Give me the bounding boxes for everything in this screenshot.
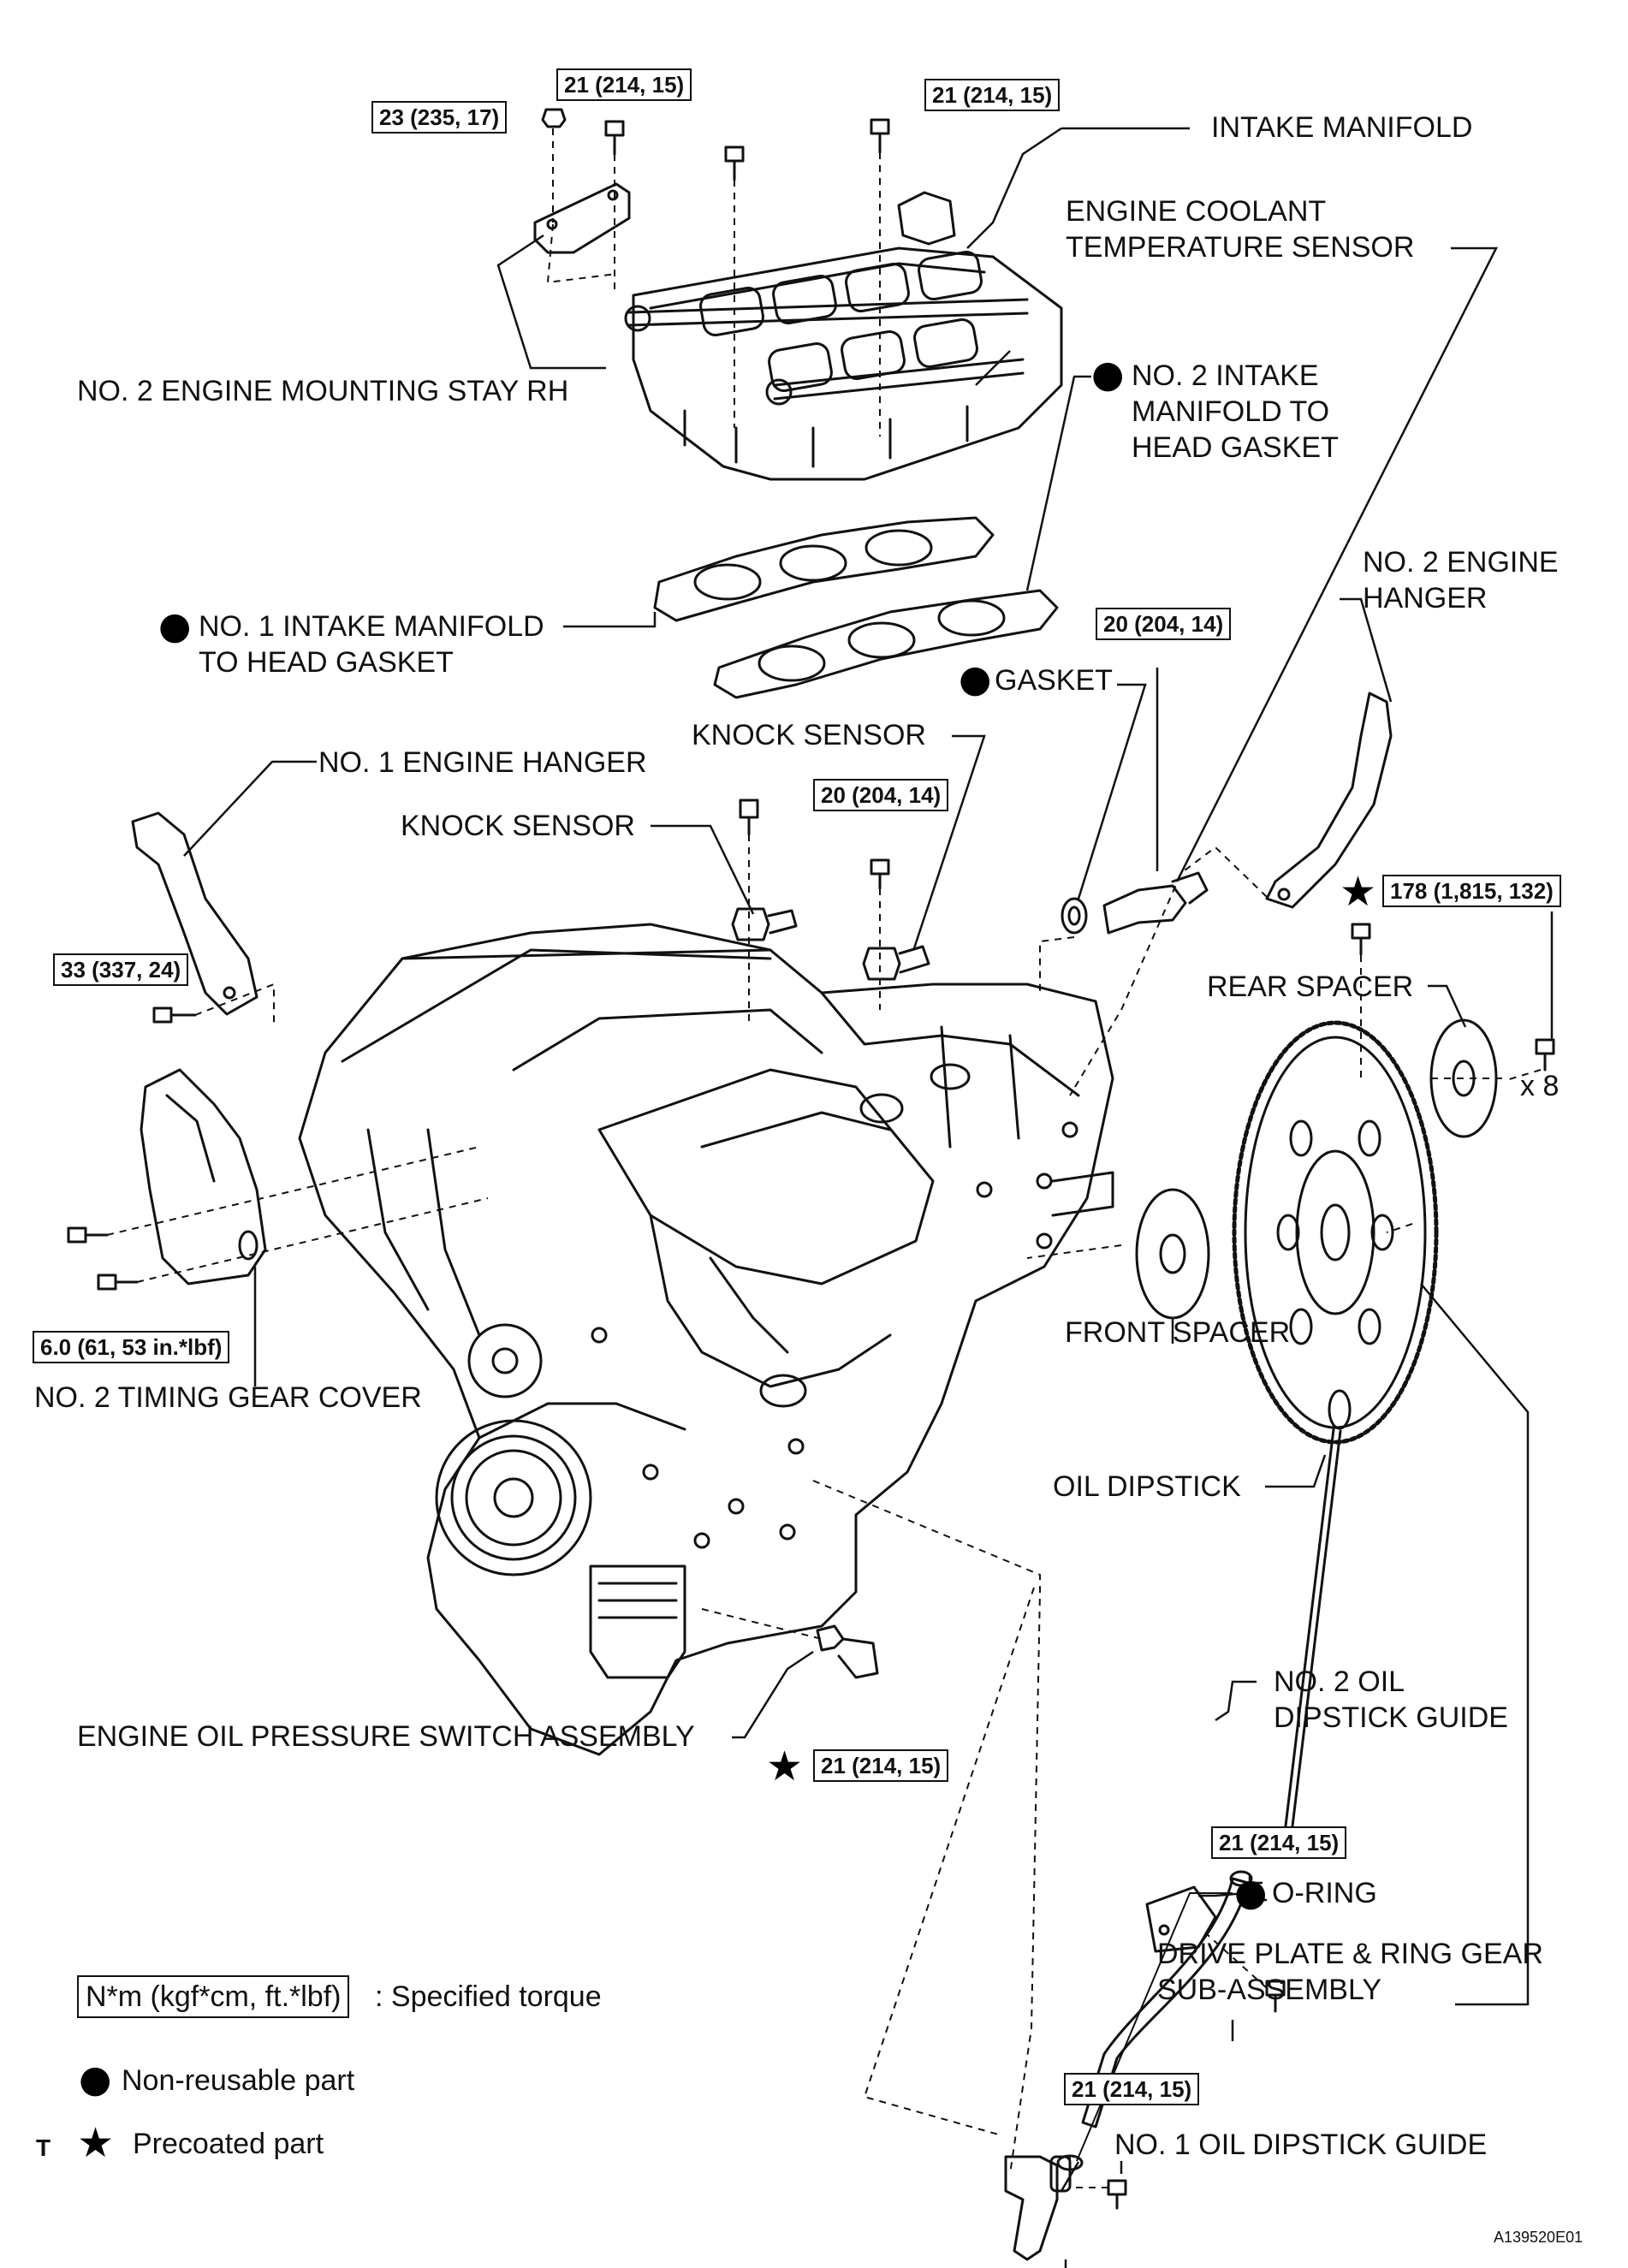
torque-hanger-no2: 178 (1,815, 132) [1382,875,1561,907]
no1-gasket-drawing [653,516,995,622]
label-front-spacer: FRONT SPACER [1065,1316,1291,1349]
label-oil-dipstick: OIL DIPSTICK [1053,1470,1241,1503]
nonreusable-dot-icon: ● [959,657,992,701]
label-no1-guide: NO. 1 OIL DIPSTICK GUIDE [1114,2128,1488,2161]
label-x8: x 8 [1520,1070,1560,1102]
no2-gasket-drawing [713,589,1059,699]
no1-hanger-drawing [131,811,258,1016]
label-oil-pressure-switch: ENGINE OIL PRESSURE SWITCH ASSEMBLY [77,1720,695,1753]
label-no2-gasket-line2: MANIFOLD TO [1132,395,1330,428]
label-rear-spacer: REAR SPACER [1207,971,1414,1003]
label-no1-hanger: NO. 1 ENGINE HANGER [318,746,647,779]
timing-cover-drawing [140,1068,267,1285]
torque-knock-sensor: 20 (204, 14) [813,779,949,811]
legend-torque-desc: : Specified torque [375,1980,602,2013]
nonreusable-dot-icon: ● [1234,1871,1268,1915]
label-mounting-stay: NO. 2 ENGINE MOUNTING STAY RH [77,375,569,407]
label-no2-guide-line2: DIPSTICK GUIDE [1274,1701,1508,1734]
torque-manifold-bolts: 21 (214, 15) [924,79,1061,111]
engine-block-drawing [298,923,1114,1756]
label-knock-sensor-left: KNOCK SENSOR [401,810,635,842]
intake-manifold-drawing [624,191,1063,481]
figure-id: A139520E01 [1494,2229,1583,2246]
label-coolant-sensor-line2: TEMPERATURE SENSOR [1066,231,1415,264]
label-no1-gasket-line1: NO. 1 INTAKE MANIFOLD [199,610,544,643]
torque-no2-guide: 21 (214, 15) [1211,1826,1347,1859]
label-knock-sensor-right: KNOCK SENSOR [692,719,926,751]
torque-no1-guide: 21 (214, 15) [1064,2073,1200,2105]
precoated-star-icon: ★ [77,2119,115,2167]
label-no2-gasket-line1: NO. 2 INTAKE [1132,359,1319,392]
label-coolant-sensor-line1: ENGINE COOLANT [1066,195,1327,228]
oil-dipstick-drawing [1282,1389,1352,1842]
nonreusable-dot-icon: ● [1091,353,1125,396]
label-no2-gasket-line3: HEAD GASKET [1132,431,1339,464]
nonreusable-dot-icon: ● [158,604,192,648]
torque-timing-cover: 6.0 (61, 53 in.*lbf) [33,1331,230,1363]
torque-hanger-no1: 33 (337, 24) [53,953,189,986]
label-gasket: GASKET [995,664,1113,697]
label-no2-guide-line1: NO. 2 OIL [1274,1665,1405,1698]
label-no1-gasket-line2: TO HEAD GASKET [199,646,454,679]
torque-oil-pressure-switch: 21 (214, 15) [813,1749,949,1782]
legend-torque-box: N*m (kgf*cm, ft.*lbf) [77,1975,350,2018]
label-drive-plate-line1: DRIVE PLATE & RING GEAR [1157,1938,1543,1970]
nonreusable-dot-icon: ● [79,2057,112,2101]
label-drive-plate-line2: SUB-ASSEMBLY [1157,1974,1382,2006]
torque-mount-stay-bolt: 21 (214, 15) [556,68,692,101]
label-no2-hanger-line1: NO. 2 ENGINE [1363,546,1559,579]
label-timing-cover: NO. 2 TIMING GEAR COVER [34,1381,422,1414]
label-intake-manifold: INTAKE MANIFOLD [1211,111,1473,144]
precoated-star-icon: ★ [1340,868,1377,916]
label-no2-hanger-line2: HANGER [1363,582,1488,614]
no2-hanger-drawing [1265,692,1393,909]
corner-mark: T [36,2134,51,2161]
legend-precoated: Precoated part [133,2128,324,2160]
label-o-ring: O-RING [1272,1877,1377,1909]
legend-nonreusable: Non-reusable part [122,2064,355,2097]
torque-mount-stay-nut: 23 (235, 17) [371,101,508,134]
oil-pressure-switch-drawing [816,1624,879,1679]
precoated-star-icon: ★ [766,1743,804,1790]
torque-coolant-sensor: 20 (204, 14) [1096,608,1232,640]
